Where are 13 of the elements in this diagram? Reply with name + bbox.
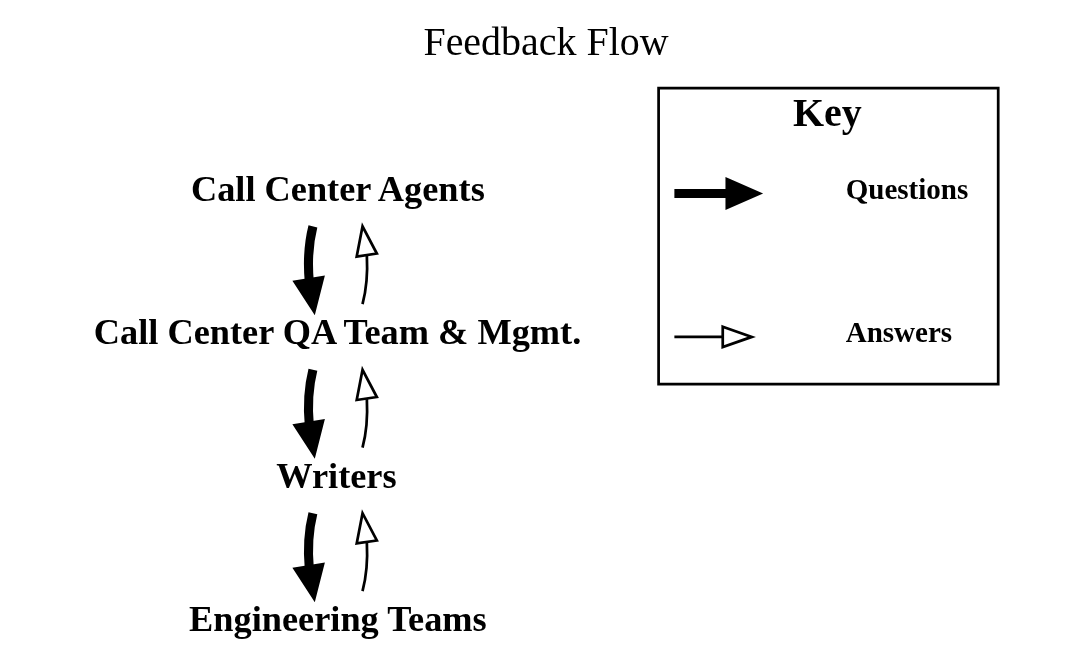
arrow bbox=[292, 368, 325, 459]
arrow bbox=[355, 509, 379, 592]
legend-label: Questions bbox=[845, 172, 969, 205]
node-text: Call Center QA Team & Mgmt. bbox=[93, 312, 582, 353]
arrow bbox=[292, 225, 325, 316]
arrow bbox=[292, 512, 325, 603]
node-text: Engineering Teams bbox=[189, 599, 487, 640]
legend-label: Answers bbox=[845, 315, 953, 348]
arrow bbox=[355, 365, 379, 448]
arrow bbox=[355, 222, 379, 305]
diagram-title: Feedback Flow bbox=[423, 18, 669, 64]
node-text: Call Center Agents bbox=[190, 168, 485, 209]
node-text: Writers bbox=[276, 455, 397, 496]
